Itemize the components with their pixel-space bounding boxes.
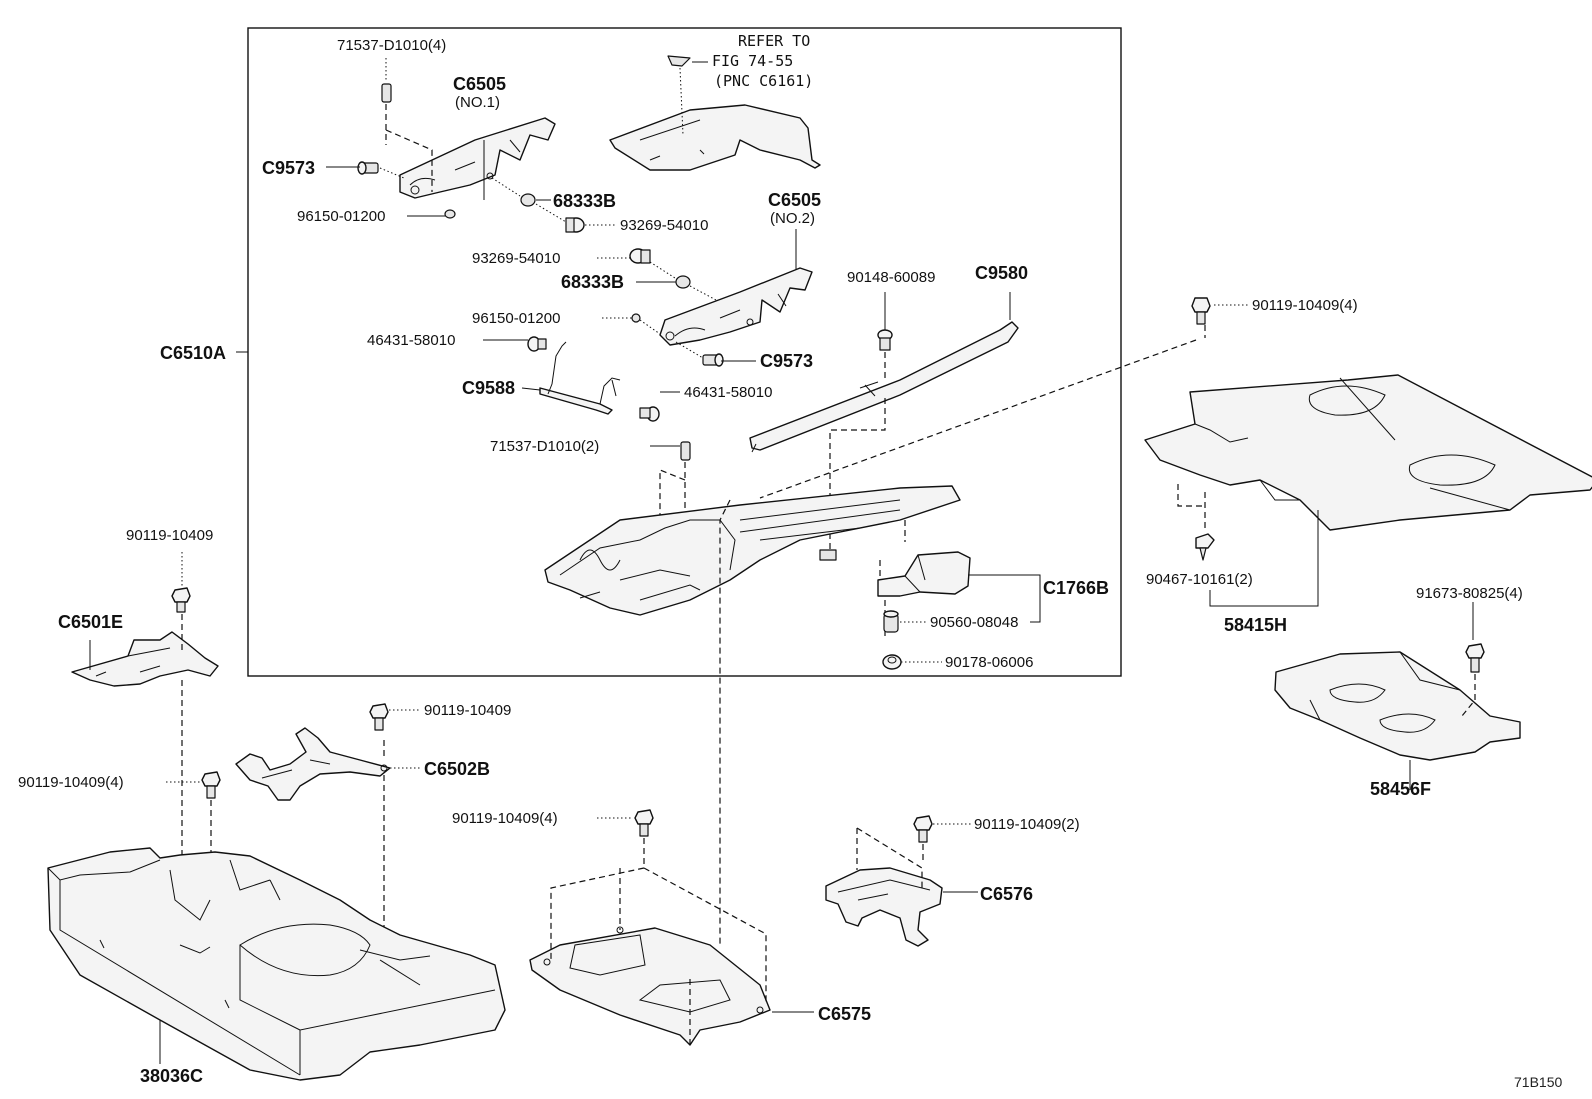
label-90119-2: 90119-10409(2) (974, 816, 1080, 833)
part-46431-spring-right[interactable] (639, 406, 660, 422)
label-refer-to: REFER TO (738, 32, 810, 50)
part-90178-nut[interactable] (882, 654, 902, 670)
part-90119-bolt-top-right[interactable] (1191, 297, 1211, 325)
part-38036c-tray[interactable] (47, 847, 506, 1081)
part-c6576-bracket[interactable] (825, 867, 943, 947)
label-pnc-c6161: (PNC C6161) (714, 72, 813, 90)
part-c9588-link[interactable] (539, 341, 621, 415)
part-90119-bolt-c6501e[interactable] (171, 587, 191, 613)
label-c6505-no1: C6505 (453, 74, 506, 94)
label-58415h: 58415H (1224, 615, 1287, 635)
part-90119-bolt-c6502b[interactable] (369, 703, 389, 731)
part-c6501e-bracket[interactable] (71, 631, 219, 687)
part-seat-frame-c6510a[interactable] (544, 485, 961, 616)
label-71537-d1010-4: 71537-D1010(4) (337, 37, 446, 54)
label-c6510a: C6510A (160, 343, 226, 363)
label-96150-top: 96150-01200 (297, 208, 385, 225)
label-71537-d1010-2: 71537-D1010(2) (490, 438, 599, 455)
label-fig-74-55: FIG 74-55 (712, 52, 793, 70)
label-figure-code: 71B150 (1514, 1074, 1562, 1090)
label-90119-c6501e: 90119-10409 (126, 527, 213, 544)
label-90119-mid-4: 90119-10409(4) (452, 810, 558, 827)
label-93269-top: 93269-54010 (620, 217, 708, 234)
part-90467-clip[interactable] (1195, 533, 1215, 561)
label-90560: 90560-08048 (930, 614, 1018, 631)
label-c6575: C6575 (818, 1004, 871, 1024)
part-90560-collar[interactable] (883, 610, 899, 633)
part-c9573-bolt-top[interactable] (357, 161, 379, 175)
part-90119-bolt-c6575[interactable] (634, 809, 654, 837)
label-90148: 90148-60089 (847, 269, 935, 286)
part-91673-bolt[interactable] (1465, 643, 1485, 673)
label-46431-left: 46431-58010 (367, 332, 455, 349)
label-c9588: C9588 (462, 378, 515, 398)
part-cover-fig-74-55 (609, 55, 821, 171)
part-90119-bolt-left-4[interactable] (201, 771, 221, 799)
part-c6575-tray[interactable] (529, 926, 771, 1046)
label-c6502b: C6502B (424, 759, 490, 779)
part-71537-d1010-pin-mid[interactable] (680, 441, 691, 461)
label-c9573-top: C9573 (262, 158, 315, 178)
part-c9573-bolt-mid[interactable] (702, 353, 724, 367)
part-c6505-no1[interactable] (399, 117, 556, 199)
label-no1: (NO.1) (455, 94, 500, 111)
label-c9580: C9580 (975, 263, 1028, 283)
label-68333b-mid: 68333B (561, 272, 624, 292)
part-90148-clip[interactable] (877, 329, 893, 351)
part-96150-washer-mid[interactable] (631, 313, 641, 323)
label-90119-top-right: 90119-10409(4) (1252, 297, 1358, 314)
label-c6505-no2: C6505 (768, 190, 821, 210)
part-58415h-panel[interactable] (1144, 374, 1592, 531)
label-38036c: 38036C (140, 1066, 203, 1086)
label-46431-right: 46431-58010 (684, 384, 772, 401)
part-71537-d1010-pin-top[interactable] (381, 83, 392, 103)
part-58456f-bracket[interactable] (1274, 651, 1521, 761)
label-91673: 91673-80825(4) (1416, 585, 1523, 602)
part-96150-washer-top[interactable] (444, 209, 456, 219)
label-no2: (NO.2) (770, 210, 815, 227)
label-90119-left-4: 90119-10409(4) (18, 774, 124, 791)
label-c6576: C6576 (980, 884, 1033, 904)
part-c6502b-bracket[interactable] (235, 727, 391, 801)
part-68333b-nut-top[interactable] (520, 193, 536, 207)
label-90467: 90467-10161(2) (1146, 571, 1253, 588)
part-c9580-rail[interactable] (749, 321, 1019, 453)
label-c1766b: C1766B (1043, 578, 1109, 598)
label-68333b-top: 68333B (553, 191, 616, 211)
part-46431-spring-left[interactable] (527, 336, 547, 352)
part-93269-screw-mid[interactable] (629, 248, 651, 264)
label-93269-mid: 93269-54010 (472, 250, 560, 267)
label-c6501e: C6501E (58, 612, 123, 632)
part-68333b-nut-mid[interactable] (675, 275, 691, 289)
part-93269-screw-top[interactable] (565, 217, 585, 233)
label-90119-c6502b: 90119-10409 (424, 702, 511, 719)
label-c9573-mid: C9573 (760, 351, 813, 371)
label-58456f: 58456F (1370, 779, 1431, 799)
label-96150-mid: 96150-01200 (472, 310, 560, 327)
part-c6505-no2[interactable] (659, 267, 813, 346)
part-c1766b-handle[interactable] (877, 551, 971, 597)
part-90119-bolt-c6576[interactable] (913, 815, 933, 843)
label-90178: 90178-06006 (945, 654, 1033, 671)
